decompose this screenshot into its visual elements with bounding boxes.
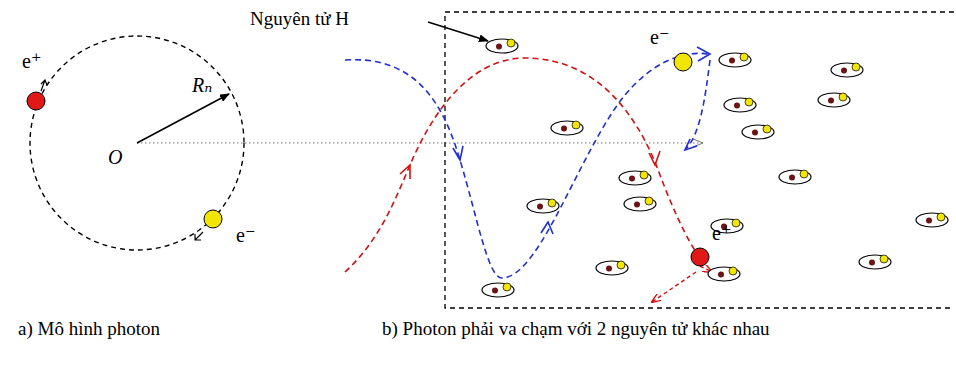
radius-label: Rₙ [192, 74, 212, 97]
particle-label: e⁺ [712, 222, 731, 245]
path-arrowhead [541, 222, 553, 234]
motion-arrow [195, 232, 203, 240]
atom-label: Nguyên tử H [250, 8, 349, 30]
positron-dot [27, 92, 45, 110]
particle-label: e⁻ [236, 224, 255, 247]
center-label: O [108, 146, 122, 169]
recoil-arrow [652, 272, 696, 302]
path-arrowhead [453, 146, 463, 160]
medium-region [445, 12, 954, 308]
orbit-circle [30, 36, 244, 250]
particle-label: e⁻ [650, 26, 669, 49]
path-arrowhead [697, 47, 710, 61]
path-arrowhead [400, 165, 410, 179]
path-arrowhead [685, 139, 697, 150]
photon-path-blue [685, 60, 710, 150]
caption-text: b) Photon phải va chạm với 2 nguyên tử k… [382, 318, 770, 340]
leader-arrow [428, 22, 488, 41]
path-arrowhead [649, 151, 660, 165]
radius-arrow [137, 94, 229, 143]
caption-text: a) Mô hình photon [18, 318, 160, 340]
electron-dot [204, 210, 222, 228]
photon-path-blue [345, 53, 708, 278]
particle-label: e⁺ [22, 50, 41, 73]
hydrogen-atoms [482, 39, 948, 297]
electron-dot [674, 53, 692, 71]
photon-path-red [345, 58, 696, 272]
motion-arrow [41, 80, 47, 91]
positron-dot [691, 248, 709, 266]
